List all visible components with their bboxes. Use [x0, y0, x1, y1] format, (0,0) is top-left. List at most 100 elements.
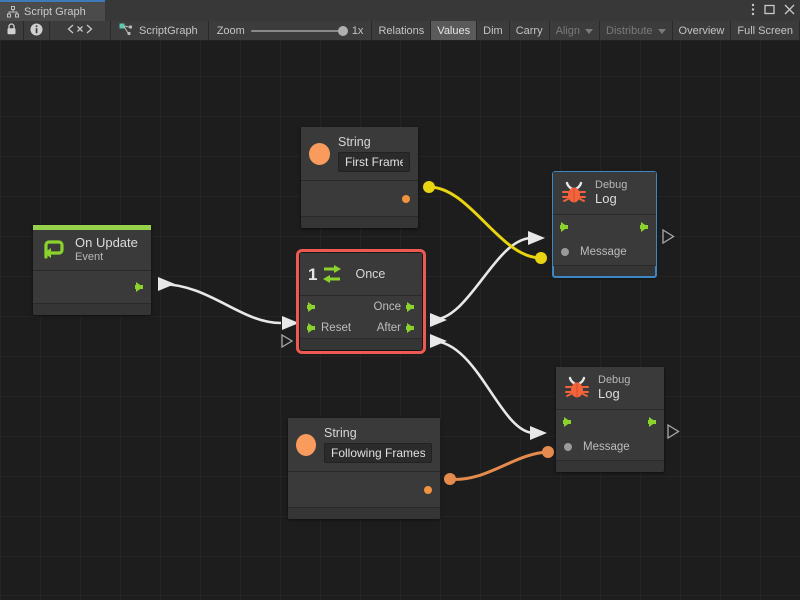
bug-icon: [561, 180, 587, 206]
toolbar-button-carry[interactable]: Carry: [509, 21, 550, 40]
flow-arrow-icon: [307, 301, 315, 312]
graph-hierarchy-icon: [7, 5, 19, 18]
string-value-icon: [309, 142, 330, 165]
toolbar-button-distribute[interactable]: Distribute: [600, 21, 673, 40]
output-port-flow[interactable]: [135, 281, 143, 292]
port-row-flow[interactable]: [556, 410, 664, 434]
graph-edges: [158, 181, 554, 485]
info-icon: [30, 23, 43, 39]
toolbar-button-relations[interactable]: Relations: [372, 21, 432, 40]
input-port-flow[interactable]: [563, 416, 571, 427]
output-port-flow[interactable]: [640, 221, 648, 232]
flow-arrow-icon: [560, 221, 568, 232]
node-footer: [301, 217, 418, 229]
flow-arrow-icon: [563, 416, 571, 427]
maximize-icon[interactable]: [764, 4, 775, 19]
output-port-once[interactable]: Once: [374, 301, 414, 313]
node-footer: [288, 508, 440, 520]
node-header[interactable]: String: [288, 418, 440, 473]
output-port-value[interactable]: [402, 194, 410, 203]
port-row-message[interactable]: Message: [556, 434, 664, 460]
input-port-reset[interactable]: Reset: [307, 321, 352, 334]
toolbar-button-overview[interactable]: Overview: [672, 21, 732, 40]
tab-script-graph[interactable]: Script Graph: [0, 0, 105, 21]
window-titlebar: Script Graph: [0, 0, 800, 21]
kebab-menu-icon[interactable]: [751, 3, 755, 20]
node-title-block: Debug Log: [595, 179, 627, 207]
node-subtitle: Log: [595, 190, 617, 206]
output-port-after[interactable]: After: [377, 322, 414, 334]
node-header[interactable]: On Update Event: [33, 225, 151, 271]
node-header[interactable]: 1 Once: [300, 253, 422, 296]
node-once[interactable]: 1 Once Once: [296, 249, 426, 354]
value-port-dot-icon: [561, 247, 569, 256]
zoom-label: Zoom: [216, 24, 245, 37]
toolbar-button-align[interactable]: Align: [549, 21, 601, 40]
info-button[interactable]: [24, 21, 51, 40]
node-ports: Message: [553, 214, 656, 266]
output-port-value[interactable]: [424, 485, 432, 494]
node-header[interactable]: String: [301, 127, 418, 182]
blackboard-toggle-button[interactable]: [50, 21, 111, 40]
flow-arrow-icon: [406, 301, 414, 312]
toolbar-button-label: Align: [555, 24, 581, 37]
toolbar-button-full-screen[interactable]: Full Screen: [731, 21, 800, 40]
input-port-flow[interactable]: [307, 301, 315, 312]
port-row-enter-once[interactable]: Once: [300, 296, 422, 317]
port-row-value-out[interactable]: [288, 472, 440, 507]
script-graph-icon: [119, 23, 133, 39]
node-string-following-frames[interactable]: String: [288, 418, 440, 520]
chevron-down-icon: [585, 25, 594, 37]
node-header[interactable]: Debug Log: [553, 172, 656, 215]
graph-name-button[interactable]: ScriptGraph: [110, 21, 209, 40]
node-title: Debug: [595, 179, 628, 191]
node-title: On Update: [75, 235, 138, 250]
string-value-input[interactable]: [324, 443, 432, 464]
tab-label: Script Graph: [24, 5, 86, 18]
node-footer: [556, 460, 664, 472]
port-row-value-out[interactable]: [301, 181, 418, 216]
node-debug-log-2[interactable]: Debug Log Message: [556, 367, 664, 472]
unconnected-output-indicator-debug-log-1: [662, 229, 675, 244]
node-string-first-frame[interactable]: String: [301, 127, 418, 229]
toolbar-button-label: Values: [437, 24, 471, 37]
node-title: String: [338, 135, 371, 149]
node-header[interactable]: Debug Log: [556, 367, 664, 410]
port-row-flow-out[interactable]: [33, 271, 151, 303]
node-ports: [288, 472, 440, 509]
port-row-reset-after[interactable]: Reset After: [300, 317, 422, 338]
toolbar-button-values[interactable]: Values: [431, 21, 478, 40]
zoom-slider[interactable]: [250, 25, 348, 36]
toolbar-button-dim[interactable]: Dim: [477, 21, 510, 40]
node-title: Once: [355, 267, 386, 281]
node-ports: Message: [556, 409, 664, 461]
node-title-block: On Update Event: [75, 235, 138, 264]
lock-toggle-button[interactable]: [0, 21, 25, 40]
node-title: String: [324, 426, 357, 440]
close-icon[interactable]: [784, 4, 795, 19]
string-value-input[interactable]: [338, 152, 410, 173]
graph-canvas[interactable]: On Update Event String: [0, 41, 800, 600]
port-label: Message: [580, 245, 627, 258]
input-port-message[interactable]: Message: [564, 441, 630, 453]
event-accent-bar: [33, 225, 151, 230]
chevron-down-icon: [657, 25, 666, 37]
node-ports: Once Reset After: [300, 296, 422, 339]
node-title-block: String: [338, 135, 410, 173]
node-on-update[interactable]: On Update Event: [33, 225, 151, 315]
output-port-flow[interactable]: [648, 416, 656, 427]
graph-toolbar: ScriptGraph Zoom 1x Relations Values Dim…: [0, 21, 800, 41]
port-row-message[interactable]: Message: [553, 239, 656, 265]
unconnected-input-indicator-once-reset: [281, 334, 293, 348]
port-row-flow[interactable]: [553, 215, 656, 239]
input-port-message[interactable]: Message: [561, 246, 627, 258]
zoom-slider-handle[interactable]: [337, 25, 348, 36]
lock-icon: [6, 23, 17, 38]
node-title-block: String: [324, 426, 432, 464]
zoom-control[interactable]: Zoom 1x: [208, 21, 373, 40]
port-label: Reset: [321, 321, 352, 334]
port-label: Message: [583, 440, 630, 453]
input-port-flow[interactable]: [560, 221, 568, 232]
node-debug-log-1[interactable]: Debug Log Message: [552, 171, 657, 278]
